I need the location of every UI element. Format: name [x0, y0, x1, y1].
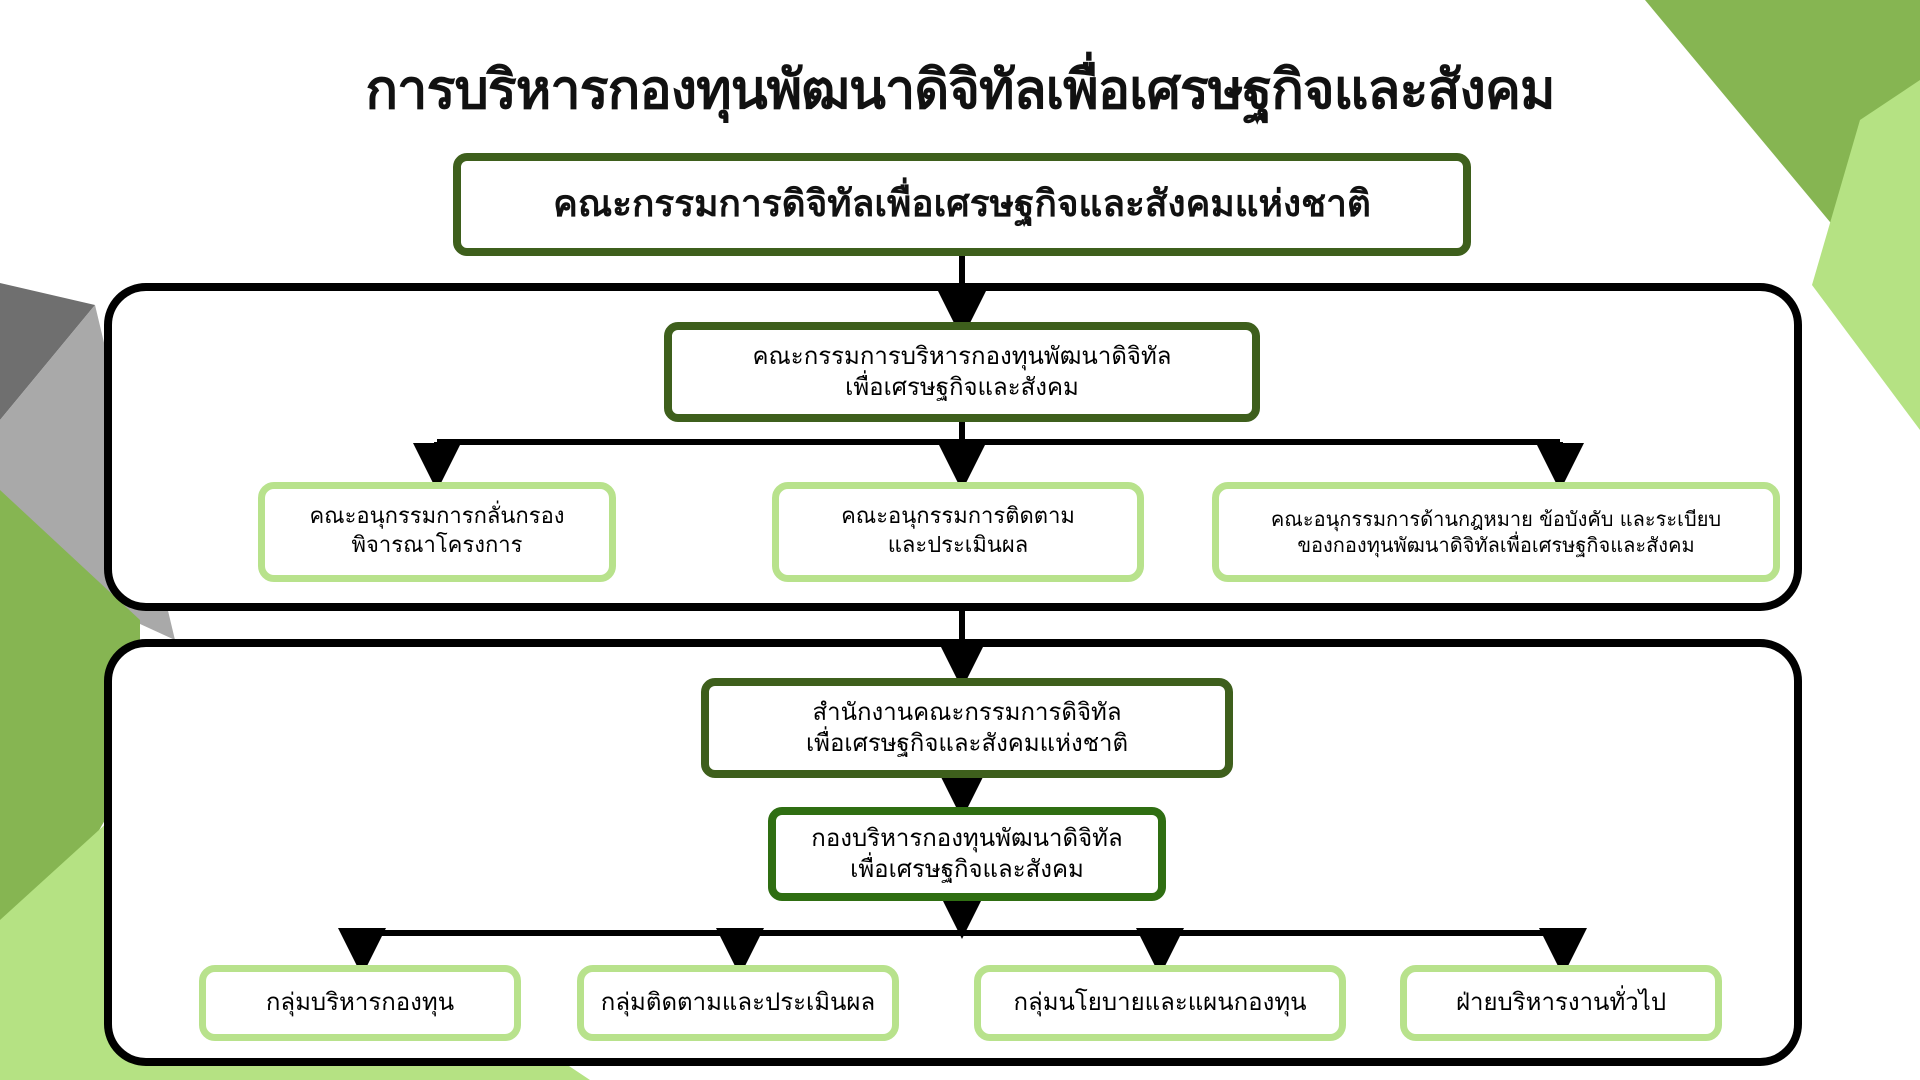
- fund-committee-label-line2: เพื่อเศรษฐกิจและสังคม: [845, 373, 1079, 401]
- subcommittee-monitoring-line2: และประเมินผล: [887, 533, 1029, 558]
- general-admin-box: ฝ่ายบริหารงานทั่วไป: [1400, 965, 1722, 1041]
- national-committee-label: คณะกรรมการดิจิทัลเพื่อเศรษฐกิจและสังคมแห…: [553, 182, 1371, 226]
- group-fund-management-box: กลุ่มบริหารกองทุน: [199, 965, 521, 1041]
- subcommittee-screening-line2: พิจารณาโครงการ: [351, 533, 523, 558]
- subcommittee-screening-box: คณะอนุกรรมการกลั่นกรอง พิจารณาโครงการ: [258, 482, 616, 582]
- fund-division-label-line2: เพื่อเศรษฐกิจและสังคม: [850, 855, 1084, 883]
- office-box: สำนักงานคณะกรรมการดิจิทัล เพื่อเศรษฐกิจแ…: [701, 678, 1233, 778]
- general-admin-label: ฝ่ายบริหารงานทั่วไป: [1455, 988, 1667, 1017]
- subcommittee-legal-box: คณะอนุกรรมการด้านกฎหมาย ข้อบังคับ และระเ…: [1212, 482, 1780, 582]
- deco-green-shape-left: [0, 490, 140, 1000]
- subcommittee-legal-line1: คณะอนุกรรมการด้านกฎหมาย ข้อบังคับ และระเ…: [1270, 507, 1722, 531]
- fund-division-box: กองบริหารกองทุนพัฒนาดิจิทัล เพื่อเศรษฐกิ…: [768, 807, 1166, 901]
- fund-committee-box: คณะกรรมการบริหารกองทุนพัฒนาดิจิทัล เพื่อ…: [664, 322, 1260, 422]
- page-title: การบริหารกองทุนพัฒนาดิจิทัลเพื่อเศรษฐกิจ…: [365, 58, 1555, 121]
- subcommittee-screening-line1: คณะอนุกรรมการกลั่นกรอง: [309, 504, 565, 530]
- national-committee-box: คณะกรรมการดิจิทัลเพื่อเศรษฐกิจและสังคมแห…: [453, 153, 1471, 256]
- office-label-line1: สำนักงานคณะกรรมการดิจิทัล: [812, 697, 1122, 726]
- group-policy-planning-label: กลุ่มนโยบายและแผนกองทุน: [1013, 988, 1307, 1017]
- fund-division-label-line1: กองบริหารกองทุนพัฒนาดิจิทัล: [811, 823, 1123, 852]
- group-policy-planning-box: กลุ่มนโยบายและแผนกองทุน: [974, 965, 1346, 1041]
- office-label-line2: เพื่อเศรษฐกิจและสังคมแห่งชาติ: [805, 729, 1129, 757]
- subcommittee-monitoring-box: คณะอนุกรรมการติดตาม และประเมินผล: [772, 482, 1144, 582]
- subcommittee-legal-line2: ของกองทุนพัฒนาดิจิทัลเพื่อเศรษฐกิจและสัง…: [1297, 533, 1695, 557]
- group-fund-management-label: กลุ่มบริหารกองทุน: [265, 988, 455, 1017]
- group-monitoring-label: กลุ่มติดตามและประเมินผล: [600, 988, 876, 1017]
- deco-dark-gray-shape-left: [0, 283, 95, 420]
- deco-light-green-triangle-right: [1812, 80, 1920, 430]
- group-monitoring-box: กลุ่มติดตามและประเมินผล: [577, 965, 899, 1041]
- subcommittee-monitoring-line1: คณะอนุกรรมการติดตาม: [841, 504, 1075, 530]
- fund-committee-label-line1: คณะกรรมการบริหารกองทุนพัฒนาดิจิทัล: [752, 341, 1172, 370]
